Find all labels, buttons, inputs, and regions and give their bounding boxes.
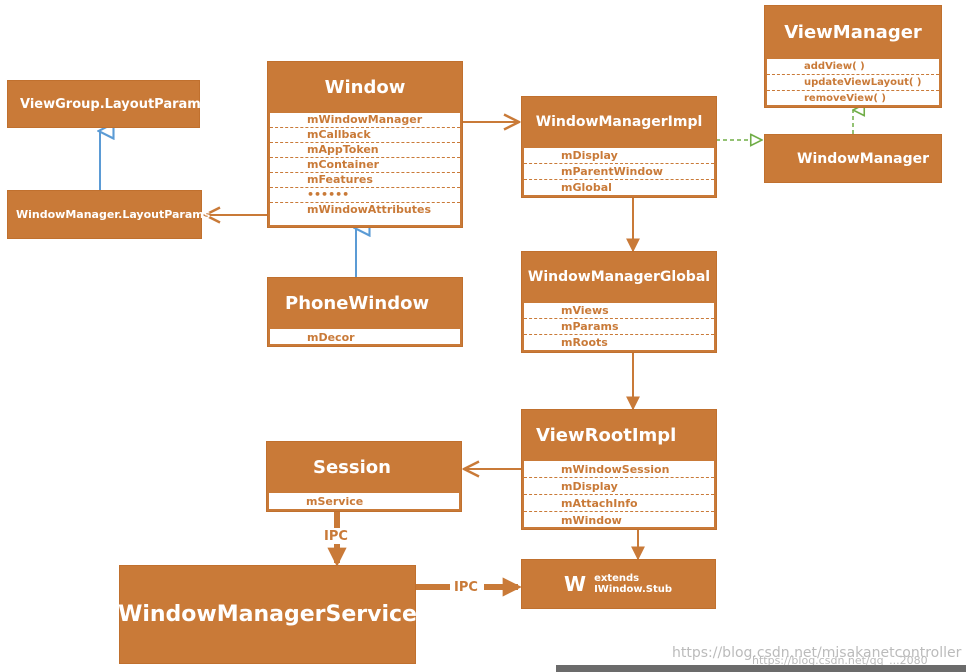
session-box: Session mService — [266, 441, 462, 512]
session-title: Session — [313, 456, 391, 478]
viewmanager-fields: addView( ) updateViewLayout( ) removeVie… — [766, 58, 940, 106]
field-mviews: mViews — [524, 303, 714, 319]
field-mparams: mParams — [524, 319, 714, 335]
field-mwindow: mWindow — [561, 514, 622, 527]
window-title: Window — [324, 76, 406, 98]
field-mwindowmanager: mWindowManager — [270, 113, 460, 128]
windowmanagerglobal-box: WindowManagerGlobal mViews mParams mRoot… — [521, 251, 717, 353]
w-title-row: W extends IWindow.Stub — [522, 560, 715, 608]
field-mdisplay-root: mDisplay — [524, 478, 714, 495]
field-mdisplay: mDisplay — [524, 148, 714, 164]
phonewindow-fields: mDecor — [269, 328, 461, 345]
viewmanager-title: ViewManager — [784, 21, 922, 43]
method-updateviewlayout: updateViewLayout( ) — [767, 75, 939, 91]
windowmanagerglobal-title: WindowManagerGlobal — [527, 269, 711, 285]
window-box: Window mWindowManager mCallback mAppToke… — [267, 61, 463, 228]
windowmanager-title: WindowManager — [797, 150, 929, 167]
phonewindow-title: PhoneWindow — [285, 292, 430, 314]
field-mfeatures: mFeatures — [270, 173, 460, 188]
field-mcontainer: mContainer — [270, 158, 460, 173]
watermark-text-2: https://blog.csdn.net/qq_...2080 — [752, 654, 928, 667]
field-mparentwindow: mParentWindow — [524, 164, 714, 180]
viewgroup-layoutparams-title: ViewGroup.LayoutParams — [20, 96, 209, 112]
field-ellipsis: •••••• — [270, 188, 460, 203]
field-mapptoken: mAppToken — [270, 143, 460, 158]
windowmanagerglobal-fields: mViews mParams mRoots — [523, 302, 715, 351]
field-mattachinfo: mAttachInfo — [524, 495, 714, 512]
viewrootimpl-title: ViewRootImpl — [536, 424, 677, 446]
ipc-label-horizontal: IPC — [454, 580, 478, 595]
w-subtitle: extends IWindow.Stub — [594, 573, 673, 595]
field-mglobal: mGlobal — [561, 181, 612, 194]
watermark-text-1: https://blog.csdn.net/misakanetcontrolle… — [672, 645, 962, 661]
windowmanager-layoutparams-title: WindowManager.LayoutParams — [16, 208, 211, 221]
window-fields: mWindowManager mCallback mAppToken mCont… — [269, 112, 461, 226]
method-removeview: removeView( ) — [804, 93, 886, 104]
windowmanagerimpl-title: WindowManagerImpl — [535, 114, 703, 130]
windowmanagerservice-box: WindowManagerService — [118, 565, 417, 664]
viewmanager-box: ViewManager addView( ) updateViewLayout(… — [764, 5, 942, 108]
viewgroup-layoutparams-box: ViewGroup.LayoutParams — [7, 80, 209, 128]
field-mwindowsession: mWindowSession — [524, 461, 714, 478]
viewrootimpl-box: ViewRootImpl mWindowSession mDisplay mAt… — [521, 409, 717, 530]
windowmanagerservice-title: WindowManagerService — [118, 602, 417, 627]
windowmanager-box: WindowManager — [764, 134, 942, 183]
windowmanagerimpl-fields: mDisplay mParentWindow mGlobal — [523, 147, 715, 196]
w-box: W extends IWindow.Stub — [521, 559, 716, 609]
windowmanager-layoutparams-box: WindowManager.LayoutParams — [7, 190, 211, 239]
ipc-label-vertical: IPC — [324, 529, 348, 544]
viewrootimpl-fields: mWindowSession mDisplay mAttachInfo mWin… — [523, 460, 715, 528]
windowmanagerimpl-box: WindowManagerImpl mDisplay mParentWindow… — [521, 96, 717, 198]
w-title: W — [564, 572, 587, 596]
field-mcallback: mCallback — [270, 128, 460, 143]
method-addview: addView( ) — [767, 59, 939, 75]
bottom-scrollbar[interactable] — [556, 665, 966, 672]
field-mwindowattributes: mWindowAttributes — [307, 203, 431, 216]
session-fields: mService — [268, 492, 460, 510]
field-mroots: mRoots — [561, 336, 608, 349]
phonewindow-box: PhoneWindow mDecor — [267, 277, 463, 347]
field-mservice: mService — [306, 495, 364, 508]
field-mdecor: mDecor — [307, 331, 355, 344]
